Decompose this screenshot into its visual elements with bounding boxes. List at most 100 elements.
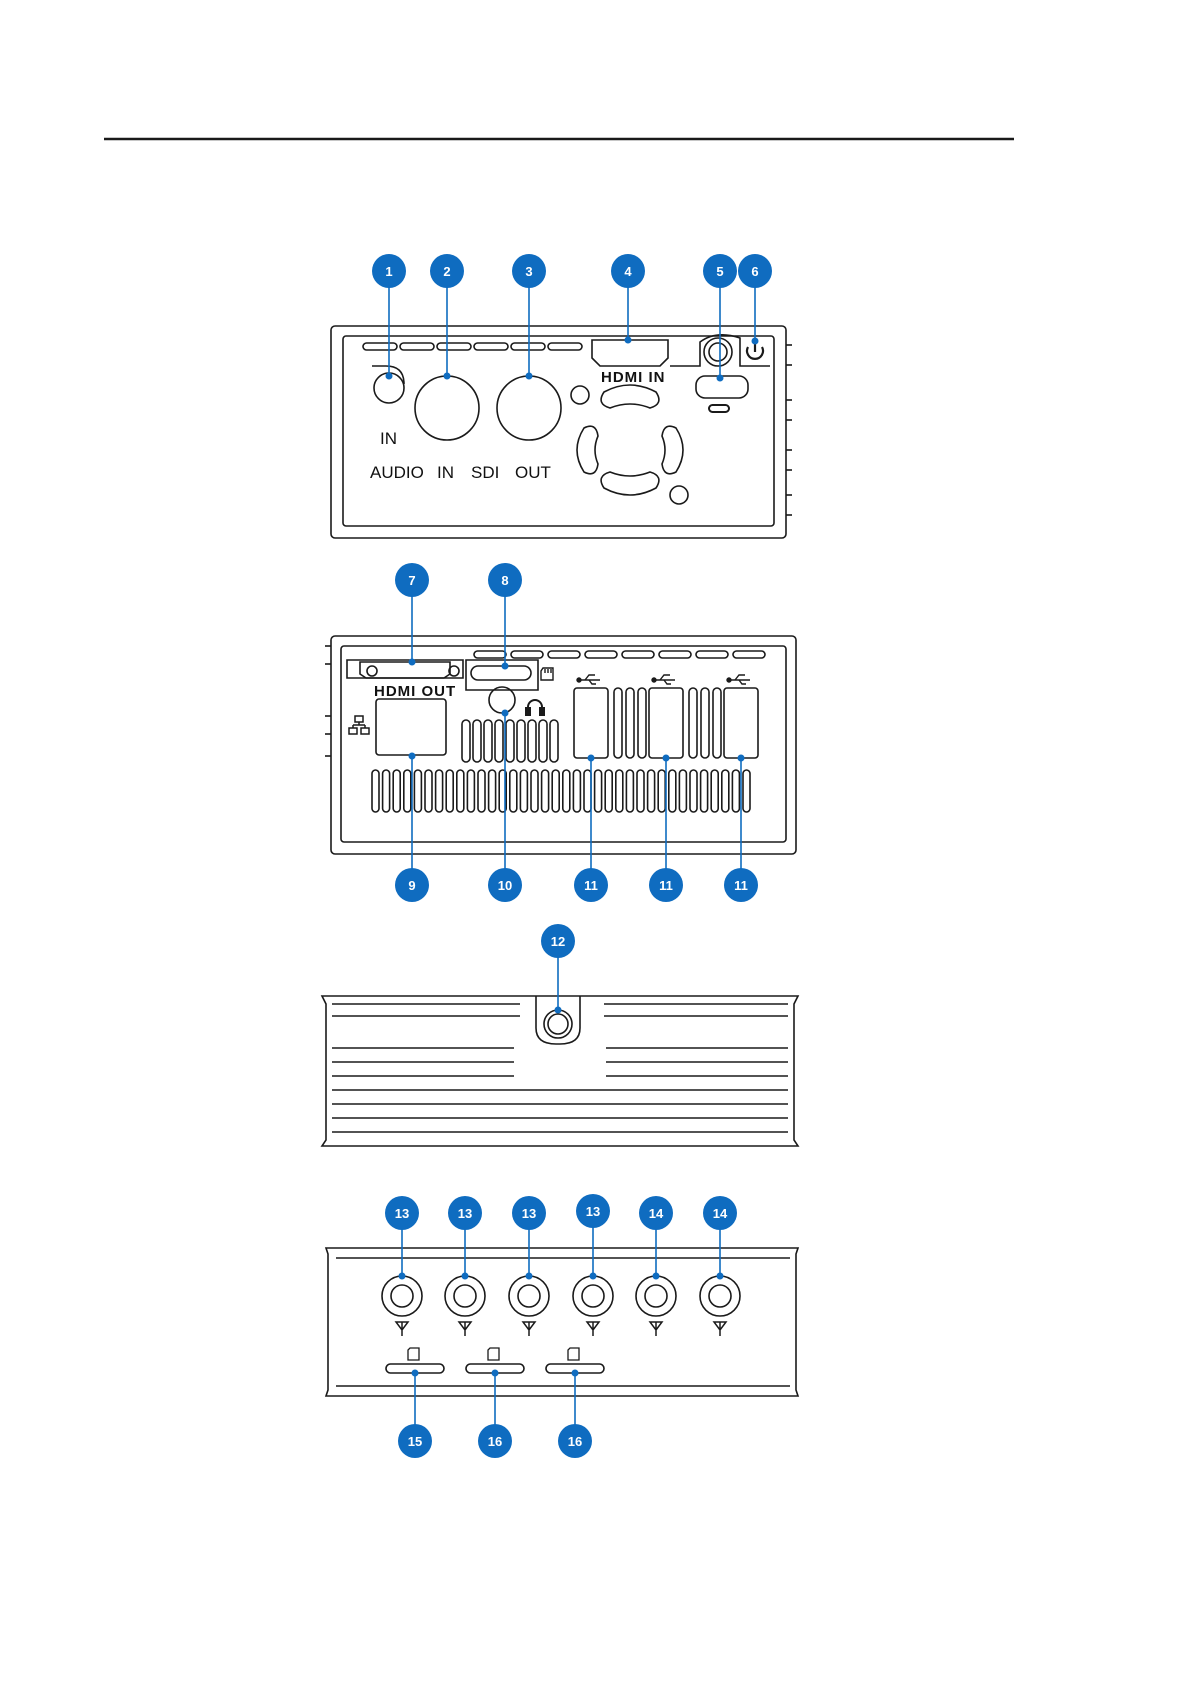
grille-slot: [425, 770, 432, 812]
fan-cutouts: [571, 385, 688, 504]
sdi-out-connector[interactable]: [497, 376, 561, 440]
grille-slot: [573, 770, 580, 812]
callout-number: 13: [458, 1206, 472, 1221]
hdmi-in-port[interactable]: [592, 340, 668, 366]
sdi-in-label: IN: [437, 463, 454, 482]
callout-dot: [653, 1273, 660, 1280]
grille-slot: [690, 770, 697, 812]
sim-card-icon: [568, 1348, 579, 1360]
usb-fins: [614, 688, 721, 758]
sd-card-icon: [541, 668, 553, 680]
grille-slot: [605, 770, 612, 812]
callout-dot: [590, 1273, 597, 1280]
antenna-icon: [714, 1322, 726, 1336]
rear-panel: [325, 636, 796, 854]
callout-number: 16: [568, 1434, 582, 1449]
grille-slot: [732, 770, 739, 812]
antenna-icon: [650, 1322, 662, 1336]
grille-slot: [542, 770, 549, 812]
callout-badge: 15: [398, 1424, 432, 1458]
grille-slot: [648, 770, 655, 812]
callout-badge: 16: [478, 1424, 512, 1458]
grille-slot: [510, 770, 517, 812]
grille-slot: [626, 770, 633, 812]
antenna-panel: [326, 1248, 798, 1396]
grille-slot: [393, 770, 400, 812]
callout-badge: 9: [395, 868, 429, 902]
headphone-jack[interactable]: [489, 687, 515, 713]
callout-badge: 13: [448, 1196, 482, 1230]
antenna-connector[interactable]: [509, 1276, 549, 1316]
callout-number: 13: [522, 1206, 536, 1221]
antenna-connector[interactable]: [382, 1276, 422, 1316]
sim-card-icon: [488, 1348, 499, 1360]
usb-port-1[interactable]: [574, 688, 608, 758]
hdmi-in-logo: HDMI IN: [601, 369, 666, 386]
callout-dot: [526, 1273, 533, 1280]
callout-dot: [752, 338, 759, 345]
callout-badge: 6: [738, 254, 772, 288]
callout-badge: 13: [512, 1196, 546, 1230]
callout-badge: 2: [430, 254, 464, 288]
antenna-connector[interactable]: [573, 1276, 613, 1316]
grille-slot: [372, 770, 379, 812]
callout-number: 14: [649, 1206, 664, 1221]
usb-icon: [727, 675, 750, 684]
callout-dot: [572, 1370, 579, 1377]
callout-badge: 12: [541, 924, 575, 958]
antenna-icon: [396, 1322, 408, 1336]
grille-slot: [658, 770, 665, 812]
headphone-icon: [526, 700, 544, 715]
callout-number: 4: [624, 264, 632, 279]
grille-slot: [616, 770, 623, 812]
audio-in-label: IN: [380, 429, 397, 448]
usb-port-2[interactable]: [649, 688, 683, 758]
front-panel: [331, 326, 792, 538]
callout-badge: 14: [639, 1196, 673, 1230]
grille-slot: [457, 770, 464, 812]
hdmi-out-logo: HDMI OUT: [374, 683, 456, 700]
grille-slot: [478, 770, 485, 812]
grille-slot: [414, 770, 421, 812]
usb-icon: [577, 675, 600, 684]
callout-number: 10: [498, 878, 512, 893]
callout-number: 15: [408, 1434, 422, 1449]
sim-card-icon: [408, 1348, 419, 1360]
callout-badge: 4: [611, 254, 645, 288]
usb-port-3[interactable]: [724, 688, 758, 758]
callout-badge: 1: [372, 254, 406, 288]
antenna-connector[interactable]: [636, 1276, 676, 1316]
callout-dot: [502, 663, 509, 670]
callout-number: 16: [488, 1434, 502, 1449]
callout-number: 13: [395, 1206, 409, 1221]
grille-slot: [563, 770, 570, 812]
callout-number: 3: [525, 264, 532, 279]
antenna-connector[interactable]: [700, 1276, 740, 1316]
callout-dot: [717, 375, 724, 382]
antenna-connector[interactable]: [445, 1276, 485, 1316]
callout-number: 5: [716, 264, 723, 279]
sd-card-slot[interactable]: [471, 666, 531, 680]
callout-number: 12: [551, 934, 565, 949]
grille-slot: [467, 770, 474, 812]
callout-number: 11: [659, 878, 673, 893]
grille-slot: [669, 770, 676, 812]
ethernet-port[interactable]: [376, 699, 446, 755]
sdi-out-label: OUT: [515, 463, 551, 482]
antenna-icon: [587, 1322, 599, 1336]
grille-slot: [383, 770, 390, 812]
callout-badge: 11: [649, 868, 683, 902]
bottom-slots: [332, 1004, 788, 1132]
grille-slot: [446, 770, 453, 812]
grille-slot: [552, 770, 559, 812]
callout-lines: [386, 271, 759, 1441]
callout-dot: [502, 710, 509, 717]
grille-slot: [679, 770, 686, 812]
callout-number: 1: [385, 264, 392, 279]
callout-dot: [412, 1370, 419, 1377]
sdi-in-connector[interactable]: [415, 376, 479, 440]
antenna-connectors: [382, 1276, 740, 1336]
grille-slot: [520, 770, 527, 812]
usb-icon: [652, 675, 675, 684]
small-grille: [462, 720, 558, 762]
